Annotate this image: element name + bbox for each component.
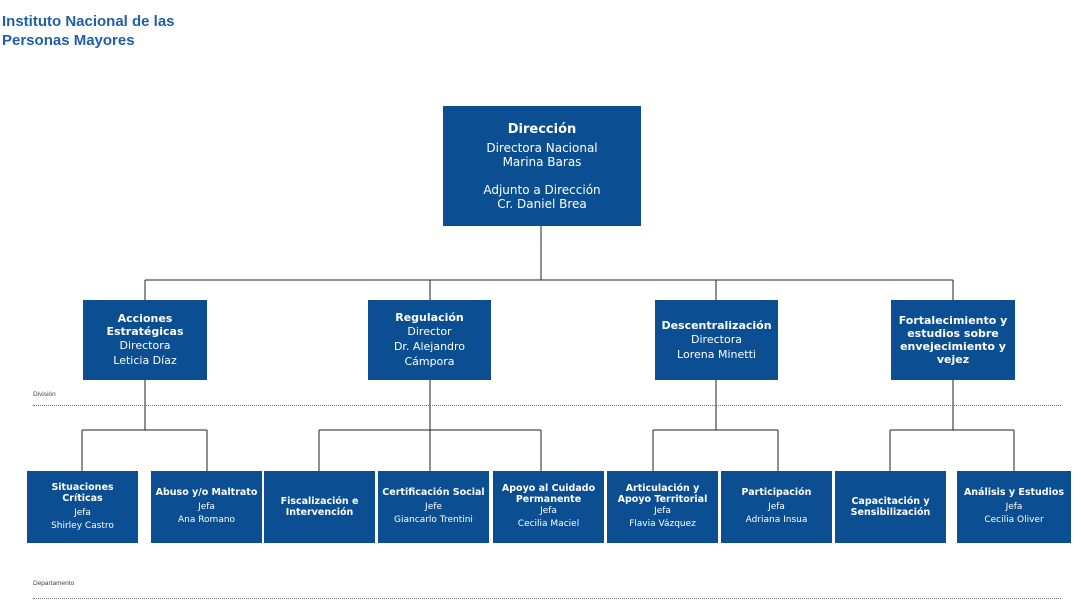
department-role: Jefe [425, 502, 442, 512]
department-name: Capacitación y Sensibilización [850, 496, 931, 518]
direccion-role-1: Directora Nacional [486, 141, 598, 155]
department-box-fiscalizacion: Fiscalización e Intervención [264, 471, 375, 543]
department-person: Cecilia Maciel [517, 519, 580, 529]
org-title: Instituto Nacional de las Personas Mayor… [2, 12, 175, 50]
direccion-box: Dirección Directora Nacional Marina Bara… [443, 106, 641, 226]
division-role: Director [407, 325, 452, 338]
department-role: Jefa [540, 506, 557, 516]
department-name: Participación [741, 487, 812, 498]
department-name: Articulación y Apoyo Territorial [617, 483, 708, 505]
division-person: Dr. Alejandro Cámpora [393, 340, 466, 368]
department-name: Apoyo al Cuidado Permanente [501, 483, 596, 505]
department-name: Abuso y/o Maltrato [155, 487, 258, 498]
division-role: Directora [119, 339, 171, 352]
level-divider-division [33, 405, 1061, 406]
department-box-articulacion: Articulación y Apoyo Territorial Jefa Fl… [607, 471, 718, 543]
org-title-line-1: Instituto Nacional de las [2, 13, 175, 30]
division-box-descentralizacion: Descentralización Directora Lorena Minet… [655, 300, 778, 380]
department-person: Cecilia Oliver [984, 515, 1044, 525]
department-role: Jefa [1005, 502, 1023, 512]
direccion-person-2: Cr. Daniel Brea [497, 197, 587, 211]
department-role: Jefa [768, 502, 785, 512]
department-name: Situaciones Críticas [51, 481, 114, 504]
department-person: Shirley Castro [51, 520, 114, 531]
department-person: Ana Romano [177, 515, 236, 525]
department-role: Jefa [198, 502, 215, 512]
department-box-apoyo-cuidado: Apoyo al Cuidado Permanente Jefa Cecilia… [493, 471, 604, 543]
department-box-abuso-maltrato: Abuso y/o Maltrato Jefa Ana Romano [151, 471, 262, 543]
direccion-name: Dirección [507, 122, 577, 137]
level-label-department: Departamento [33, 580, 75, 587]
department-box-analisis-estudios: Análisis y Estudios Jefa Cecilia Oliver [957, 471, 1071, 543]
department-name: Fiscalización e Intervención [280, 496, 359, 518]
direccion-role-2: Adjunto a Dirección [483, 183, 601, 197]
division-box-regulacion: Regulación Director Dr. Alejandro Cámpor… [368, 300, 491, 380]
department-box-certificacion-social: Certificación Social Jefe Giancarlo Tren… [378, 471, 489, 543]
department-box-situaciones-criticas: Situaciones Críticas Jefa Shirley Castro [27, 471, 138, 543]
department-box-participacion: Participación Jefa Adriana Insua [721, 471, 832, 543]
department-person: Giancarlo Trentini [394, 515, 473, 525]
level-label-division: División [33, 391, 56, 398]
department-person: Adriana Insua [745, 515, 808, 525]
direccion-person-1: Marina Baras [502, 155, 582, 169]
department-role: Jefa [654, 506, 671, 516]
department-name: Análisis y Estudios [963, 487, 1065, 498]
department-role: Jefa [74, 507, 91, 518]
division-box-acciones-estrategicas: Acciones Estratégicas Directora Leticia … [83, 300, 207, 380]
department-person: Flavia Vázquez [629, 519, 696, 529]
department-box-capacitacion: Capacitación y Sensibilización [835, 471, 946, 543]
division-name: Acciones Estratégicas [106, 312, 184, 338]
department-name: Certificación Social [382, 487, 485, 498]
division-person: Leticia Díaz [113, 354, 177, 367]
level-divider-department [33, 598, 1061, 599]
division-name: Descentralización [661, 318, 772, 332]
division-name: Regulación [395, 311, 464, 324]
org-title-line-2: Personas Mayores [2, 32, 135, 49]
division-name: Fortalecimiento y estudios sobre envejec… [898, 314, 1008, 366]
division-role: Directora [691, 332, 742, 346]
division-box-fortalecimiento: Fortalecimiento y estudios sobre envejec… [891, 300, 1015, 380]
division-person: Lorena Minetti [677, 347, 756, 361]
